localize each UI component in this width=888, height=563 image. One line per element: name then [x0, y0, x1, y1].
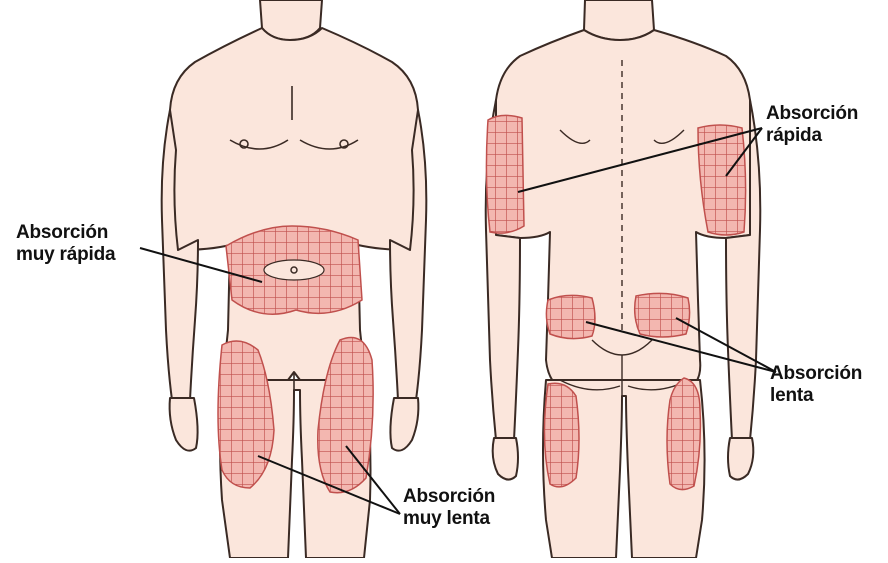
label-slow: Absorción lenta: [770, 363, 862, 407]
label-very-slow-line2: muy lenta: [403, 508, 495, 530]
back-neck: [584, 0, 654, 40]
label-fast-line2: rápida: [766, 125, 858, 147]
label-very-fast: Absorción muy rápida: [16, 222, 115, 266]
label-fast-line1: Absorción: [766, 103, 858, 125]
back-hand-left: [493, 438, 518, 480]
zone-buttock-left: [546, 295, 595, 338]
zone-upperarm-left: [486, 115, 524, 233]
label-slow-line1: Absorción: [770, 363, 862, 385]
zone-backthigh-right: [667, 378, 700, 490]
back-hand-right: [728, 438, 753, 480]
front-hand-right: [390, 398, 418, 451]
label-slow-line2: lenta: [770, 385, 862, 407]
label-very-fast-line1: Absorción: [16, 222, 115, 244]
label-fast: Absorción rápida: [766, 103, 858, 147]
front-hand-left: [170, 398, 198, 451]
zone-backthigh-left: [544, 383, 579, 487]
zone-upperarm-right: [698, 125, 746, 235]
zone-buttock-right: [635, 293, 690, 337]
label-very-slow: Absorción muy lenta: [403, 486, 495, 530]
label-very-slow-line1: Absorción: [403, 486, 495, 508]
front-torso: [168, 28, 420, 380]
back-figure: [486, 0, 761, 558]
label-very-fast-line2: muy rápida: [16, 244, 115, 266]
